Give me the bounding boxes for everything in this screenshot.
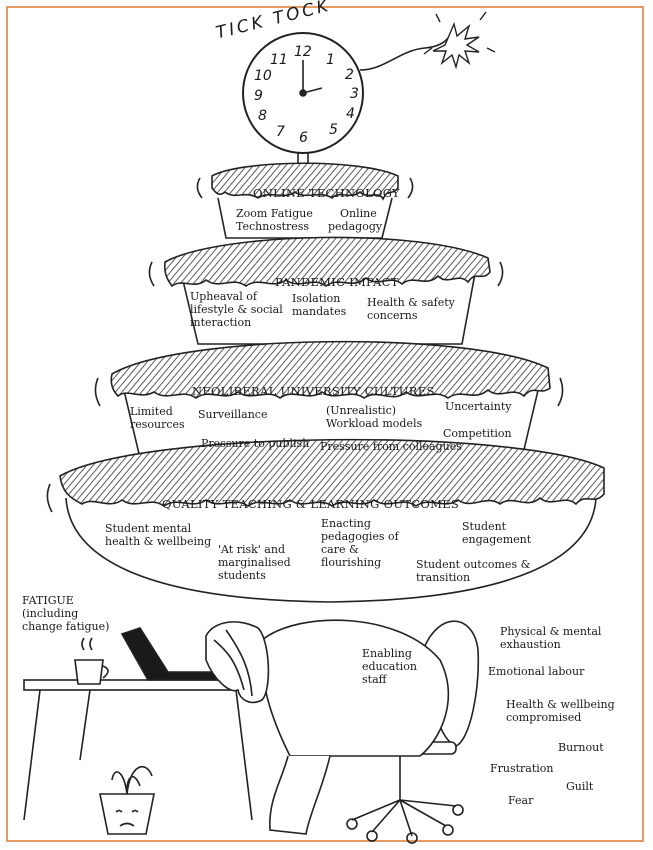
effect-exhaustion: exhaustion <box>500 638 561 651</box>
tier-heading-quality: QUALITY TEACHING & LEARNING OUTCOMES <box>162 497 459 511</box>
label-competition: Competition <box>443 427 512 440</box>
label-uncertainty: Uncertainty <box>445 400 512 413</box>
clock-numeral-7: 7 <box>276 124 285 140</box>
tier-heading-pandemic-impact: PANDEMIC IMPACT <box>275 275 399 289</box>
label-health-safety: Health & safety <box>367 296 455 309</box>
effect-frustration: Frustration <box>490 762 554 775</box>
label-students: students <box>218 569 266 582</box>
clock-numerals: 12 1 2 3 4 5 6 7 8 9 10 11 <box>0 0 653 200</box>
label-education: education <box>362 660 417 673</box>
label-pressure-publish: Pressure to publish <box>201 437 309 450</box>
label-health-wellbeing: health & wellbeing <box>105 535 211 548</box>
effect-compromised: compromised <box>506 711 581 724</box>
label-staff: staff <box>362 673 386 686</box>
label-care: care & <box>321 543 359 556</box>
tier-heading-online-technology: ONLINE TECHNOLOGY <box>253 186 400 200</box>
effect-guilt: Guilt <box>566 780 593 793</box>
label-flourishing: flourishing <box>321 556 381 569</box>
label-upheaval-2: lifestyle & social <box>190 303 283 316</box>
label-pedagogy: pedagogy <box>328 220 382 233</box>
effect-fear: Fear <box>508 794 533 807</box>
clock-numeral-6: 6 <box>299 130 308 146</box>
clock-numeral-3: 3 <box>350 86 359 102</box>
label-student: Student <box>462 520 506 533</box>
plant-pot-icon <box>100 767 154 834</box>
label-enacting: Enacting <box>321 517 371 530</box>
label-engagement: engagement <box>462 533 531 546</box>
label-zoom-fatigue: Zoom Fatigue <box>236 207 313 220</box>
label-isolation: Isolation <box>292 292 340 305</box>
label-surveillance: Surveillance <box>198 408 267 421</box>
label-student-mental: Student mental <box>105 522 191 535</box>
clock-numeral-5: 5 <box>329 122 338 138</box>
label-student-outcomes: Student outcomes & <box>416 558 530 571</box>
label-workload-models: Workload models <box>326 417 422 430</box>
label-transition: transition <box>416 571 470 584</box>
label-pedagogies-of: pedagogies of <box>321 530 399 543</box>
label-enabling: Enabling <box>362 647 412 660</box>
effect-health-wellbeing: Health & wellbeing <box>506 698 615 711</box>
label-change-fatigue: change fatigue) <box>22 620 109 633</box>
label-technostress: Technostress <box>236 220 309 233</box>
label-pressure-colleagues: Pressure from colleagues <box>320 440 462 453</box>
clock-numeral-12: 12 <box>294 44 312 60</box>
clock-numeral-2: 2 <box>345 67 354 83</box>
label-unrealistic: (Unrealistic) <box>326 404 396 417</box>
label-marginalised: marginalised <box>218 556 291 569</box>
label-at-risk: 'At risk' and <box>218 543 285 556</box>
clock-numeral-8: 8 <box>258 108 267 124</box>
clock-numeral-9: 9 <box>254 88 263 104</box>
label-limited: Limited <box>130 405 173 418</box>
effect-physical-mental: Physical & mental <box>500 625 601 638</box>
label-including: (including <box>22 607 78 620</box>
clock-numeral-10: 10 <box>254 68 272 84</box>
label-upheaval-3: interaction <box>190 316 251 329</box>
label-mandates: mandates <box>292 305 346 318</box>
label-resources: resources <box>130 418 185 431</box>
clock-numeral-4: 4 <box>346 106 355 122</box>
tier-heading-neoliberal: NEOLIBERAL UNIVERSITY CULTURES <box>192 384 435 398</box>
label-online: Online <box>340 207 377 220</box>
effect-burnout: Burnout <box>558 741 604 754</box>
label-concerns: concerns <box>367 309 418 322</box>
clock-numeral-1: 1 <box>326 52 335 68</box>
label-fatigue: FATIGUE <box>22 594 74 607</box>
effect-emotional-labour: Emotional labour <box>488 665 584 678</box>
clock-numeral-11: 11 <box>270 52 288 68</box>
label-upheaval-1: Upheaval of <box>190 290 257 303</box>
